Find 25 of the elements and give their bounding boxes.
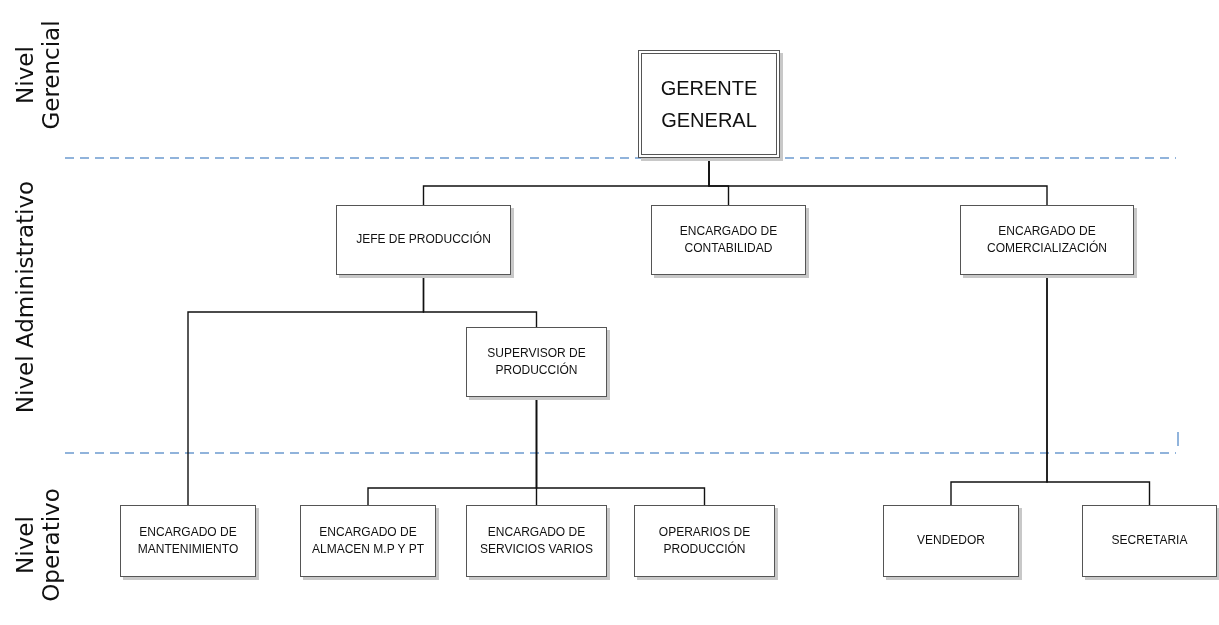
level-label: Nivel Administrativo — [12, 179, 39, 416]
position-title: ENCARGADO DE COMERCIALIZACIÓN — [986, 222, 1108, 257]
position-box — [466, 327, 607, 397]
position-box — [1082, 505, 1217, 577]
level-label: Nivel Operativo — [12, 487, 66, 604]
position-title: VENDEDOR — [917, 532, 985, 550]
position-box — [960, 205, 1134, 275]
position-box — [300, 505, 436, 577]
position-title: SUPERVISOR DE PRODUCCIÓN — [486, 344, 587, 379]
position-title: ENCARGADO DE ALMACEN M.P Y PT — [310, 523, 425, 558]
position-title: JEFE DE PRODUCCIÓN — [356, 231, 491, 249]
position-title: SECRETARIA — [1111, 532, 1188, 550]
position-box — [883, 505, 1019, 577]
position-box — [651, 205, 806, 275]
position-title: ENCARGADO DE CONTABILIDAD — [678, 222, 779, 257]
position-box — [336, 205, 511, 275]
position-box — [466, 505, 607, 577]
position-title: GERENTE GENERAL — [659, 76, 759, 133]
position-title: ENCARGADO DE MANTENIMIENTO — [136, 523, 240, 558]
position-title: OPERARIOS DE PRODUCCIÓN — [657, 523, 752, 558]
position-box — [634, 505, 775, 577]
position-title: ENCARGADO DE SERVICIOS VARIOS — [479, 523, 594, 558]
position-box — [120, 505, 256, 577]
level-label: Nivel Gerencial — [12, 19, 66, 132]
top-position-box — [638, 50, 780, 158]
